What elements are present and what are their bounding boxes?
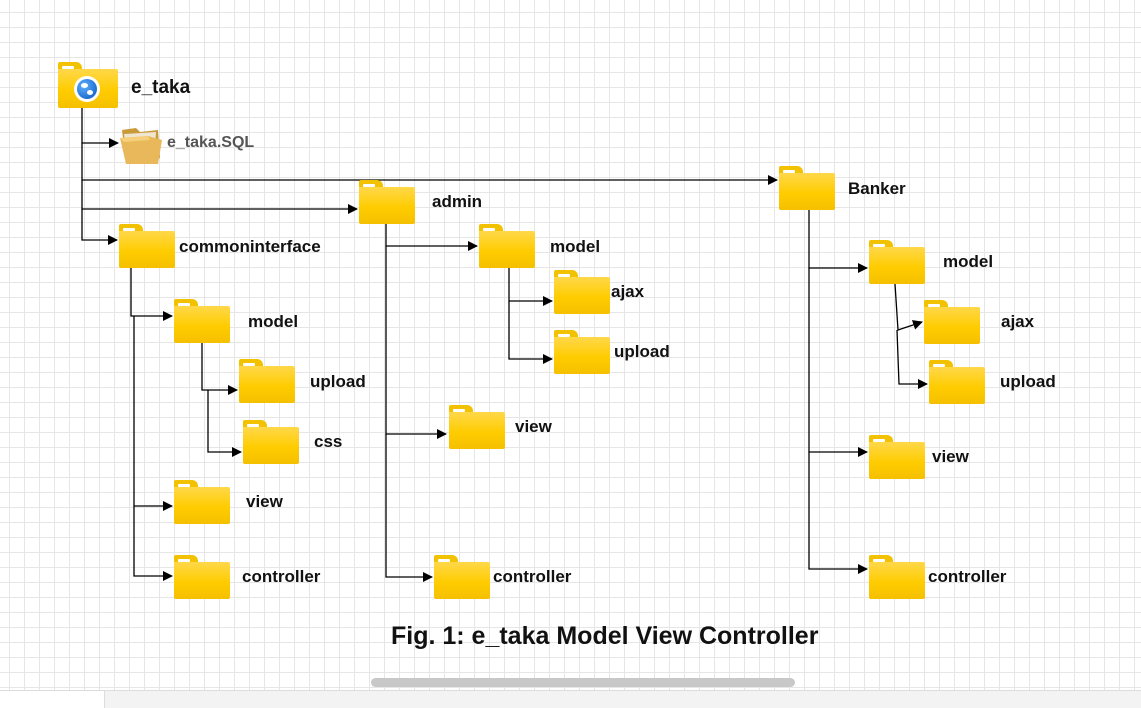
banker-label: Banker — [848, 179, 906, 198]
ci-model-folder-icon[interactable] — [174, 299, 230, 343]
sql-file-label: e_taka.SQL — [167, 134, 255, 151]
admin-model-folder-icon[interactable] — [479, 224, 535, 268]
connector-ci-view — [133, 316, 173, 511]
banker-folder-icon[interactable] — [779, 166, 835, 210]
ci-css-folder-icon[interactable] — [243, 420, 299, 464]
connector-ci-controller — [133, 506, 173, 581]
ci-controller-label: controller — [242, 567, 321, 586]
ci-model-label: model — [248, 312, 299, 331]
banker-view-folder-icon[interactable] — [869, 435, 925, 479]
admin-model-label: model — [550, 237, 601, 256]
admin-label: admin — [432, 192, 483, 211]
globe-icon — [74, 76, 100, 102]
root-label: e_taka — [131, 77, 191, 98]
connector-banker-model-ajax — [894, 283, 923, 331]
admin-folder-icon[interactable] — [359, 180, 415, 224]
connector-root-commoninterface — [81, 209, 118, 245]
ci-upload-folder-icon[interactable] — [239, 359, 295, 403]
ci-upload-label: upload — [310, 372, 366, 391]
connector-banker-controller — [808, 452, 868, 574]
banker-ajax-label: ajax — [1001, 312, 1035, 331]
commoninterface-label: commoninterface — [179, 237, 321, 256]
sql-folder-icon[interactable] — [118, 120, 164, 166]
admin-view-label: view — [515, 417, 552, 436]
connector-banker-model — [808, 210, 868, 273]
status-bar — [0, 690, 1141, 708]
admin-ajax-folder-icon[interactable] — [554, 270, 610, 314]
ci-css-label: css — [314, 432, 343, 451]
admin-ajax-label: ajax — [611, 282, 645, 301]
ci-view-label: view — [246, 492, 283, 511]
connector-admin-view — [385, 246, 447, 439]
connector-ci-model-upload — [201, 343, 238, 395]
banker-upload-folder-icon[interactable] — [929, 360, 985, 404]
admin-controller-folder-icon[interactable] — [434, 555, 490, 599]
banker-model-folder-icon[interactable] — [869, 240, 925, 284]
connector-ci-model — [130, 268, 173, 321]
connector-ci-model-css — [207, 390, 242, 457]
connector-banker-view — [808, 268, 868, 457]
horizontal-scrollbar[interactable] — [371, 678, 795, 687]
connector-admin-controller — [385, 434, 433, 582]
ci-view-folder-icon[interactable] — [174, 480, 230, 524]
ci-controller-folder-icon[interactable] — [174, 555, 230, 599]
banker-model-label: model — [943, 252, 994, 271]
connector-admin-model-upload — [508, 301, 553, 364]
connector-admin-model — [385, 223, 478, 251]
connector-root-admin — [81, 180, 358, 214]
connector-banker-model-upload — [896, 329, 928, 389]
banker-controller-label: controller — [928, 567, 1007, 586]
banker-view-label: view — [932, 447, 969, 466]
admin-controller-label: controller — [493, 567, 572, 586]
banker-ajax-folder-icon[interactable] — [924, 300, 980, 344]
commoninterface-folder-icon[interactable] — [119, 224, 175, 268]
figure-caption: Fig. 1: e_taka Model View Controller — [391, 622, 819, 650]
root-folder-icon[interactable] — [58, 62, 118, 108]
admin-view-folder-icon[interactable] — [449, 405, 505, 449]
connector-admin-model-ajax — [508, 268, 553, 306]
connector-root-sql — [81, 108, 119, 148]
page-tab-area[interactable] — [0, 691, 105, 708]
admin-upload-folder-icon[interactable] — [554, 330, 610, 374]
admin-upload-label: upload — [614, 342, 670, 361]
banker-upload-label: upload — [1000, 372, 1056, 391]
banker-controller-folder-icon[interactable] — [869, 555, 925, 599]
